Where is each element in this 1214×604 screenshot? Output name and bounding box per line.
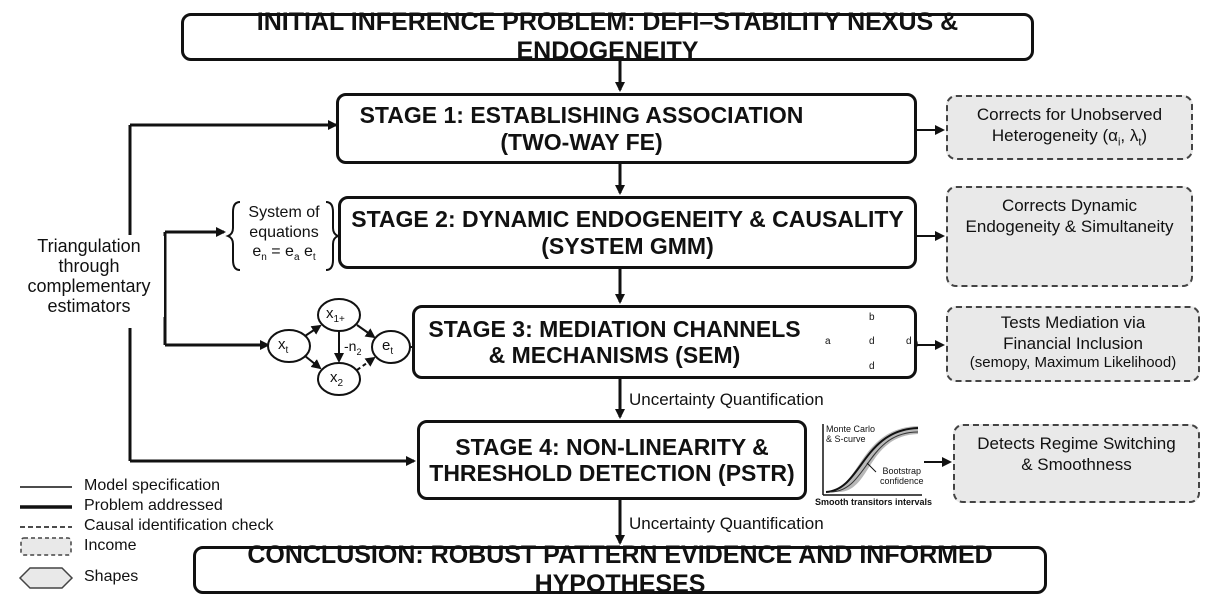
mini-sem-d3: d [906, 336, 912, 347]
sem-node-xt [267, 329, 311, 363]
stage4-title: STAGE 4: NON-LINEARITY & [455, 433, 769, 460]
conclusion-box: CONCLUSION: ROBUST PATTERN EVIDENCE AND … [193, 541, 1047, 598]
equations-brace [225, 201, 241, 271]
sem-label-x2: x2 [330, 369, 344, 389]
side3-line3: (semopy, Maximum Likelihood) [969, 354, 1177, 372]
bootstrap-label: Bootstrap confidence [880, 466, 924, 486]
stage2-subtitle: (SYSTEM GMM) [541, 232, 714, 259]
sem-node-x2 [317, 362, 361, 396]
uncertainty-label-2: Uncertainty Quantification [629, 514, 824, 533]
legend-label-hexagon: Shapes [84, 568, 139, 585]
side2-line1: Corrects Dynamic [1001, 196, 1138, 215]
legend-label-thick: Problem addressed [84, 497, 223, 514]
equations-label: System of equations en = ea et [236, 203, 332, 264]
stage2-title: STAGE 2: DYNAMIC ENDOGENEITY & CAUSALITY [351, 206, 904, 233]
stage3-title: STAGE 3: MEDIATION CHANNELS [428, 315, 801, 342]
legend-dashed-box [20, 537, 72, 556]
legend-label-dashed: Causal identification check [84, 517, 274, 534]
stage3-box: STAGE 3: MEDIATION CHANNELS & MECHANISMS… [412, 305, 917, 379]
mini-sem-b: b [869, 312, 875, 323]
side4-line2: & Smoothness [1021, 454, 1132, 474]
sem-label-n2: -n2 [344, 338, 362, 357]
stage4-box: STAGE 4: NON-LINEARITY & THRESHOLD DETEC… [417, 420, 807, 500]
sem-edge-x1-et [356, 324, 376, 339]
legend-label-thin: Model specification [84, 477, 221, 494]
stage1-title: STAGE 1: ESTABLISHING ASSOCIATION [359, 102, 804, 129]
mini-sem-a: a [825, 336, 831, 347]
sem-edge-x2-et [356, 356, 376, 371]
side3-line1: Tests Mediation via [1000, 313, 1146, 332]
s-curve-icon [822, 424, 922, 496]
side3-line2: Financial Inclusion [1003, 333, 1143, 353]
scurve-bottom-label: Smooth transitors intervals [815, 497, 933, 507]
sem-edge-xt-x2 [304, 355, 322, 370]
side4-box: Detects Regime Switching & Smoothness [953, 424, 1200, 503]
side1-line1: Corrects for Unobserved [976, 105, 1163, 124]
top-problem-text: INITIAL INFERENCE PROBLEM: DEFI–STABILIT… [256, 8, 959, 65]
side4-line1: Detects Regime Switching [977, 434, 1176, 453]
sem-edge-xt-x1 [304, 324, 322, 337]
side2-line2: Endogeneity & Simultaneity [965, 216, 1174, 236]
sem-label-et: et [382, 337, 394, 357]
legend-label-box: Income [84, 537, 137, 554]
side1-line2: Heterogeneity (αi, λt) [991, 125, 1148, 149]
mini-sem-d1: d [869, 336, 875, 347]
sem-label-xt: xt [278, 336, 289, 356]
equation-formula: en = ea et [252, 243, 316, 264]
sem-label-x1: x1+ [326, 305, 345, 325]
top-problem-box: INITIAL INFERENCE PROBLEM: DEFI–STABILIT… [181, 8, 1034, 65]
uncertainty-label-1: Uncertainty Quantification [629, 390, 824, 409]
stage3-subtitle: & MECHANISMS (SEM) [488, 342, 741, 368]
conclusion-text: CONCLUSION: ROBUST PATTERN EVIDENCE AND … [247, 541, 993, 598]
side3-box: Tests Mediation via Financial Inclusion … [946, 306, 1200, 382]
stage4-subtitle: THRESHOLD DETECTION (PSTR) [429, 460, 795, 486]
stage1-box: STAGE 1: ESTABLISHING ASSOCIATION (TWO-W… [336, 93, 917, 164]
side1-box: Corrects for Unobserved Heterogeneity (α… [946, 95, 1193, 160]
mini-sem-d2: d [869, 361, 875, 372]
side2-box: Corrects Dynamic Endogeneity & Simultane… [946, 186, 1193, 287]
legend-hexagon [18, 567, 74, 589]
stage1-subtitle: (TWO-WAY FE) [500, 128, 663, 155]
stage2-box: STAGE 2: DYNAMIC ENDOGENEITY & CAUSALITY… [338, 196, 917, 269]
triangulation-label: Triangulation through complementary esti… [14, 236, 164, 317]
scurve-label: Monte Carlo & S-curve [826, 424, 876, 444]
